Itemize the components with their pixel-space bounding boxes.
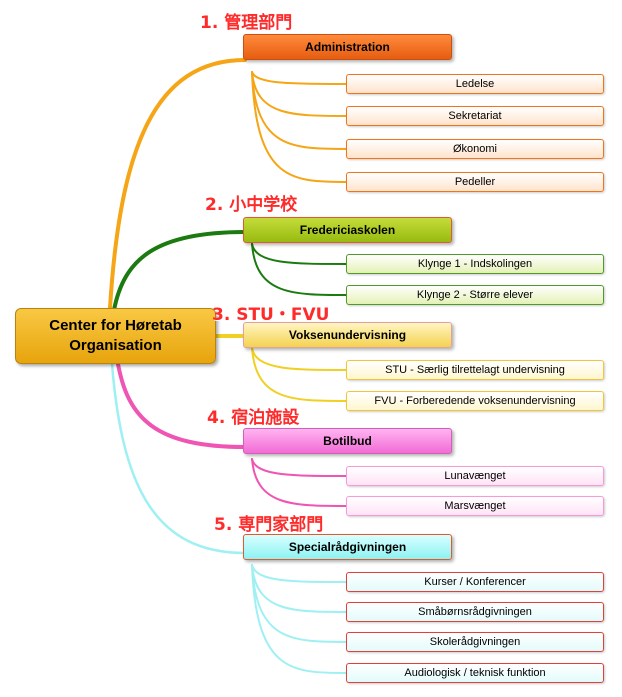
node-ledelse[interactable]: Ledelse: [346, 74, 604, 94]
branch-2-sub-2-line: [251, 243, 349, 296]
branch-label-specialradgivningen: 5. 専門家部門: [214, 515, 324, 535]
branch-5-sub-2-line: [251, 564, 349, 613]
branch-4-sub-2-line: [251, 458, 349, 507]
branch-2-sub-1-line: [251, 243, 349, 265]
node-voksenundervisning[interactable]: Voksenundervisning: [243, 322, 452, 348]
root-to-branch-2-line: [112, 230, 247, 312]
node-fvu[interactable]: FVU - Forberedende voksenundervisning: [346, 391, 604, 411]
node-smaborns-radgivningen[interactable]: Småbørnsrådgivningen: [346, 602, 604, 622]
branch-1-sub-1-line: [251, 71, 349, 85]
branch-label-botilbud: 4. 宿泊施設: [207, 408, 300, 428]
node-kurser-konferencer[interactable]: Kurser / Konferencer: [346, 572, 604, 592]
branch-label-fredericiaskolen: 2. 小中学校: [205, 195, 298, 215]
branch-3-sub-1-line: [251, 347, 349, 371]
branch-5-sub-1-line: [251, 564, 349, 583]
node-okonomi[interactable]: Økonomi: [346, 139, 604, 159]
node-klynge-1[interactable]: Klynge 1 - Indskolingen: [346, 254, 604, 274]
branch-label-voksenundervisning: 3. STU・FVU: [212, 305, 330, 325]
root-title-line2: Organisation: [69, 337, 162, 354]
root-to-branch-4-line: [116, 362, 247, 449]
node-audiologisk-teknisk[interactable]: Audiologisk / teknisk funktion: [346, 663, 604, 683]
node-sekretariat[interactable]: Sekretariat: [346, 106, 604, 126]
node-lunavaenget[interactable]: Lunavænget: [346, 466, 604, 486]
node-administration[interactable]: Administration: [243, 34, 452, 60]
node-specialradgivningen[interactable]: Specialrådgivningen: [243, 534, 452, 560]
branch-3-sub-2-line: [251, 347, 349, 402]
root-node[interactable]: Center for Høretab Organisation: [15, 308, 216, 364]
branch-1-sub-2-line: [251, 71, 349, 117]
root-title-line1: Center for Høretab: [49, 317, 182, 334]
branch-5-sub-4-line: [251, 564, 349, 674]
node-botilbud[interactable]: Botilbud: [243, 428, 452, 454]
branch-1-sub-4-line: [251, 71, 349, 183]
node-skoleradgivningen[interactable]: Skolerådgivningen: [346, 632, 604, 652]
branch-4-sub-1-line: [251, 458, 349, 477]
branch-label-administration: 1. 管理部門: [200, 13, 293, 33]
root-to-branch-1-line: [108, 58, 247, 310]
root-to-branch-5-line: [110, 362, 247, 555]
node-klynge-2[interactable]: Klynge 2 - Større elever: [346, 285, 604, 305]
branch-5-sub-3-line: [251, 564, 349, 643]
node-marsvaenget[interactable]: Marsvænget: [346, 496, 604, 516]
node-pedeller[interactable]: Pedeller: [346, 172, 604, 192]
node-fredericiaskolen[interactable]: Fredericiaskolen: [243, 217, 452, 243]
branch-1-sub-3-line: [251, 71, 349, 150]
node-stu[interactable]: STU - Særlig tilrettelagt undervisning: [346, 360, 604, 380]
